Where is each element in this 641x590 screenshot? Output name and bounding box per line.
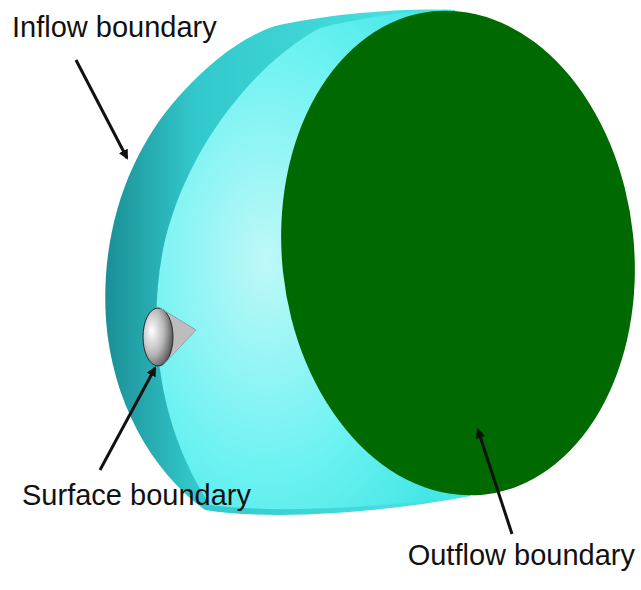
region-label: Surface boundary [22, 480, 251, 512]
outflow-disc [258, 0, 641, 513]
region-label: Inflow boundary [12, 12, 217, 44]
leader-arrow [478, 430, 512, 534]
cone-body [143, 308, 196, 366]
region-label: Outflow boundary [408, 540, 635, 572]
leader-arrow [100, 368, 155, 470]
leader-arrow [76, 60, 127, 158]
